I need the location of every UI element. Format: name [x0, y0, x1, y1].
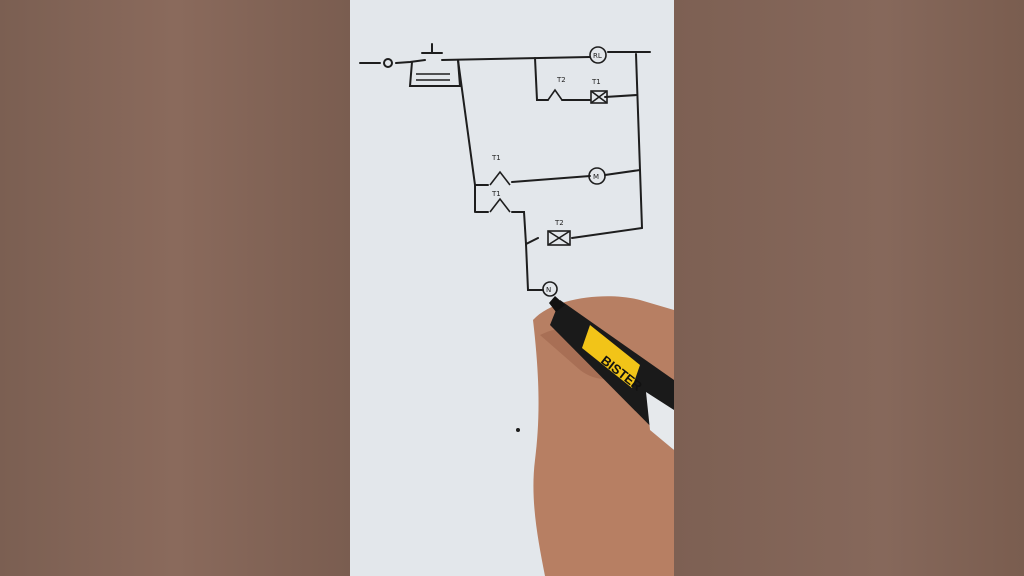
top-rail	[441, 56, 591, 61]
t1-branch	[534, 57, 638, 101]
t1-contact-symbol-a	[489, 170, 511, 186]
neutral-terminal-symbol	[542, 281, 558, 297]
marker-cap-end	[646, 392, 674, 450]
stop-button-symbol	[421, 43, 443, 54]
fuse-symbol	[383, 58, 393, 68]
marker-body	[550, 300, 674, 450]
right-vertical-line	[635, 53, 643, 229]
t1-top-label: T1	[591, 78, 601, 86]
paper-scene: RL M N T2 T1 T1 T1 T2 BISTER	[350, 0, 674, 576]
video-content: RL M N T2 T1 T1 T1 T2 BISTER	[350, 0, 674, 576]
t2-contact-symbol	[547, 88, 563, 101]
t1-coil-cross	[590, 90, 608, 104]
rl-lamp-symbol	[589, 46, 607, 64]
marker-label	[582, 325, 640, 388]
wiring-diagram	[359, 43, 651, 291]
blurred-left-pillarbox	[0, 0, 350, 576]
hand-with-marker	[533, 296, 674, 576]
motor-symbol	[588, 167, 606, 185]
t1-mid-label-a: T1	[491, 154, 501, 162]
t2-coil-cross	[547, 230, 571, 246]
t1-contact-symbol-b	[489, 197, 511, 213]
t1-coil-symbol	[590, 90, 608, 104]
start-button-symbol	[416, 73, 450, 81]
motor-branch	[474, 169, 641, 186]
neutral-label: N	[546, 286, 551, 294]
t1-mid-label-b: T1	[491, 190, 501, 198]
t2-low-label: T2	[554, 219, 564, 227]
motor-label: M	[593, 173, 599, 181]
diagram-labels: RL M N T2 T1 T1 T1 T2	[491, 52, 602, 294]
blurred-right-pillarbox	[674, 0, 1024, 576]
ink-dot	[516, 428, 520, 432]
rl-label: RL	[593, 52, 602, 60]
t2-coil-symbol	[547, 230, 571, 246]
neutral-line	[525, 243, 544, 291]
supply-line	[359, 59, 426, 64]
t2-top-label: T2	[556, 76, 566, 84]
components	[416, 46, 608, 297]
t2-branch	[475, 211, 643, 246]
marker-tip	[549, 296, 565, 312]
